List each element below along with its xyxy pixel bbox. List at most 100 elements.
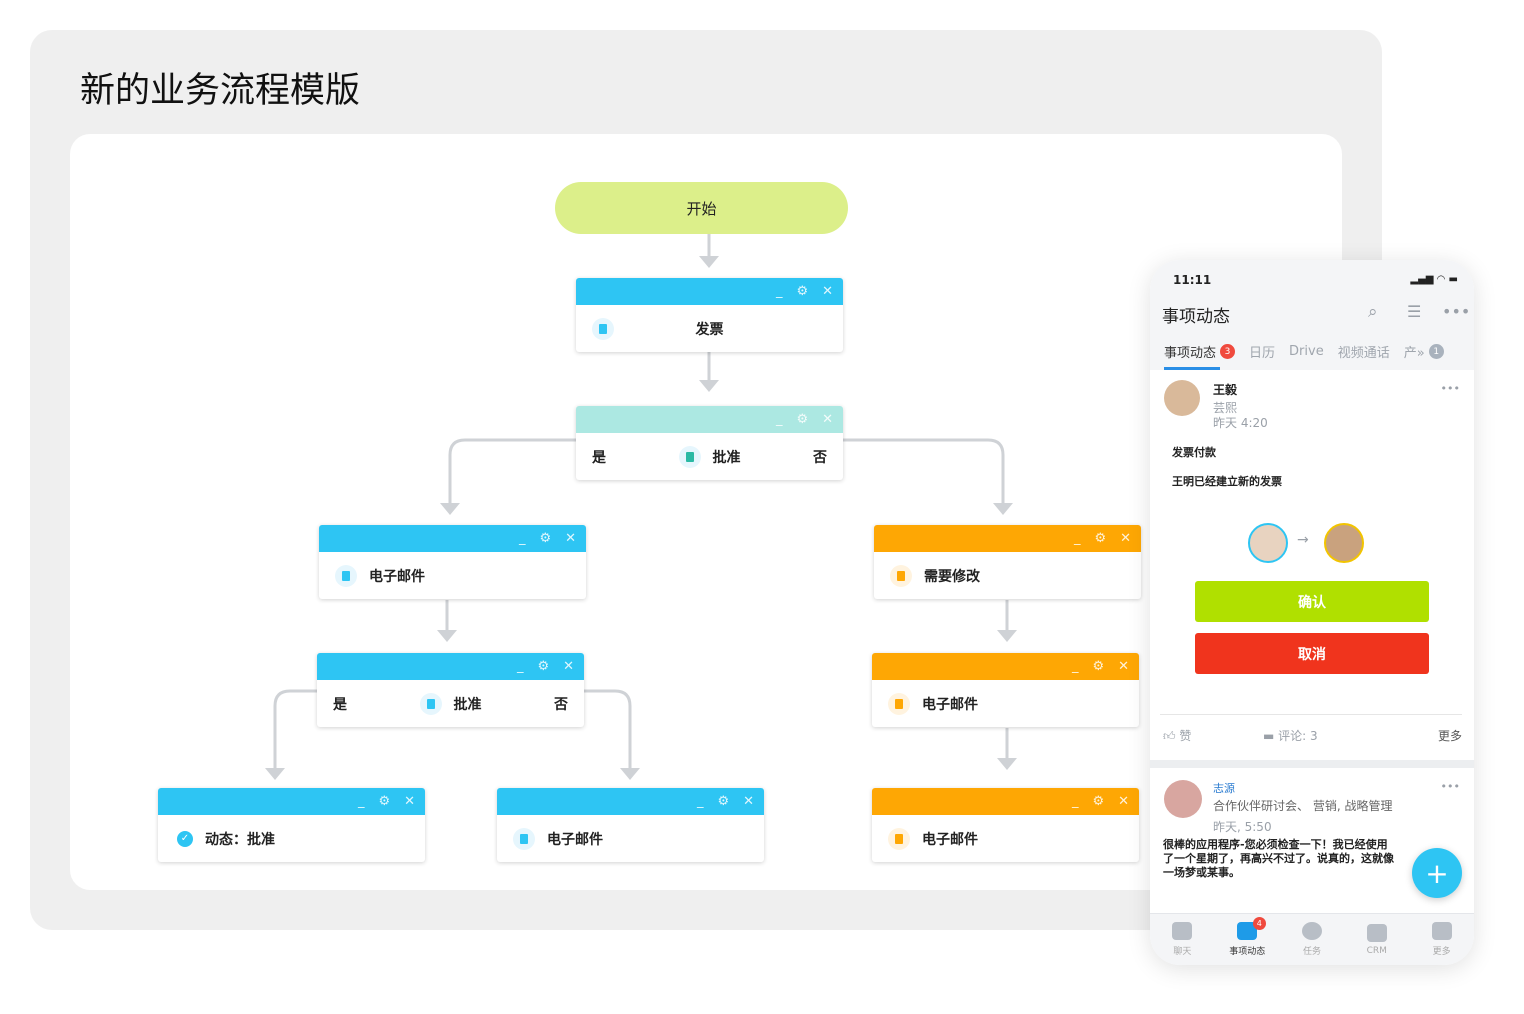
- node-header: _ ⚙ ✕: [576, 278, 843, 305]
- minimize-icon[interactable]: _: [775, 284, 783, 299]
- tab-icon: [1301, 922, 1322, 940]
- node-label: 电子邮件: [547, 831, 603, 848]
- comments-button[interactable]: ▬ 评论: 3: [1263, 727, 1318, 744]
- comment-icon: ▬: [1263, 729, 1275, 743]
- flow-node[interactable]: _⚙✕电子邮件: [872, 653, 1139, 727]
- node-label: 电子邮件: [922, 831, 978, 848]
- like-button[interactable]: 👍︎ 赞: [1163, 727, 1191, 744]
- gear-icon[interactable]: ⚙: [1092, 794, 1105, 809]
- arrowhead: [699, 380, 719, 392]
- more-button[interactable]: 更多: [1437, 729, 1462, 743]
- confirm-button[interactable]: 确认: [1195, 581, 1429, 622]
- minimize-icon[interactable]: _: [1071, 659, 1079, 674]
- close-icon[interactable]: ✕: [563, 659, 574, 674]
- close-icon[interactable]: ✕: [565, 531, 576, 546]
- tab-2[interactable]: Drive: [1289, 344, 1324, 359]
- post-author[interactable]: 王毅: [1213, 383, 1238, 397]
- tab-label: Drive: [1289, 344, 1324, 359]
- close-icon[interactable]: ✕: [822, 412, 833, 427]
- node-header: _ ⚙ ✕: [874, 525, 1141, 552]
- arrowhead: [699, 256, 719, 268]
- close-icon[interactable]: ✕: [822, 284, 833, 299]
- tab-3[interactable]: 视频通话: [1338, 342, 1390, 361]
- filter-icon[interactable]: ☰: [1407, 302, 1422, 321]
- tabbar-label: 事项动态: [1229, 947, 1266, 957]
- flow-node[interactable]: _ ⚙ ✕ 电子邮件: [497, 788, 764, 862]
- minimize-icon[interactable]: _: [1071, 794, 1079, 809]
- close-icon[interactable]: ✕: [404, 794, 415, 809]
- flow-node[interactable]: _ ⚙ ✕ 电子邮件: [872, 788, 1139, 862]
- arrowhead: [993, 503, 1013, 515]
- tab-label: 视频通话: [1337, 346, 1390, 361]
- document-icon: [513, 827, 535, 850]
- close-icon[interactable]: ✕: [1120, 531, 1131, 546]
- minimize-icon[interactable]: _: [357, 794, 365, 809]
- post-more-icon[interactable]: •••: [1440, 382, 1460, 395]
- flow-node[interactable]: _⚙✕是批准否: [317, 653, 584, 727]
- gear-icon[interactable]: ⚙: [796, 412, 809, 427]
- more-icon[interactable]: •••: [1442, 302, 1471, 321]
- cancel-button[interactable]: 取消: [1195, 633, 1429, 674]
- tab-4[interactable]: 产»1: [1404, 342, 1444, 361]
- post-author[interactable]: 志源: [1213, 782, 1235, 795]
- branch-yes-label: 是: [592, 449, 606, 466]
- divider: [1160, 714, 1462, 715]
- tabbar-item-3[interactable]: CRM: [1344, 914, 1409, 965]
- tabbar-item-4[interactable]: 更多: [1409, 914, 1474, 965]
- arrowhead: [997, 758, 1017, 770]
- branch-no-label: 否: [554, 696, 568, 713]
- gear-icon[interactable]: ⚙: [537, 659, 550, 674]
- post-more-icon[interactable]: •••: [1440, 780, 1460, 793]
- document-icon: [592, 317, 614, 340]
- node-header: _ ⚙ ✕: [317, 653, 584, 680]
- avatar: [1164, 380, 1200, 416]
- minimize-icon[interactable]: _: [775, 412, 783, 427]
- minimize-icon[interactable]: _: [518, 531, 526, 546]
- tab-badge: 1: [1428, 344, 1444, 359]
- node-label: 需要修改: [924, 568, 980, 585]
- minimize-icon[interactable]: _: [696, 794, 704, 809]
- gear-icon[interactable]: ⚙: [378, 794, 391, 809]
- tab-label: 日历: [1249, 346, 1276, 361]
- node-header: _ ⚙ ✕: [872, 788, 1139, 815]
- flow-node[interactable]: _⚙✕是批准否: [576, 406, 843, 480]
- start-node[interactable]: 开始: [555, 182, 848, 234]
- close-icon[interactable]: ✕: [743, 794, 754, 809]
- tab-icon: [1366, 923, 1387, 942]
- tabbar-item-2[interactable]: 任务: [1280, 914, 1345, 965]
- post-tags: 合作伙伴研讨会、 营销, 战略管理: [1213, 799, 1393, 813]
- node-label: 发票: [695, 321, 724, 338]
- node-label: 批准: [453, 696, 482, 713]
- like-label: 赞: [1179, 729, 1192, 743]
- flow-node[interactable]: _⚙✕电子邮件: [319, 525, 586, 599]
- gear-icon[interactable]: ⚙: [796, 284, 809, 299]
- avatar-from: [1248, 523, 1288, 563]
- document-icon: [888, 827, 910, 850]
- close-icon[interactable]: ✕: [1118, 794, 1129, 809]
- tab-label: 事项动态: [1164, 346, 1217, 361]
- gear-icon[interactable]: ⚙: [539, 531, 552, 546]
- page-title: 新的业务流程模版: [80, 71, 361, 111]
- add-fab-button[interactable]: +: [1412, 848, 1462, 898]
- flow-node[interactable]: _⚙✕✓动态：批准: [158, 788, 425, 862]
- arrowhead: [437, 630, 457, 642]
- close-icon[interactable]: ✕: [1118, 659, 1129, 674]
- node-label: 批准: [712, 449, 741, 466]
- search-icon[interactable]: ⌕: [1368, 302, 1378, 322]
- separator: [1150, 760, 1474, 768]
- flow-node[interactable]: _ ⚙ ✕ 发票: [576, 278, 843, 352]
- check-icon: ✓: [177, 830, 193, 847]
- tab-1[interactable]: 日历: [1249, 342, 1275, 361]
- gear-icon[interactable]: ⚙: [1094, 531, 1107, 546]
- tabbar-label: 任务: [1302, 947, 1321, 957]
- minimize-icon[interactable]: _: [516, 659, 524, 674]
- flow-node[interactable]: _ ⚙ ✕ 需要修改: [874, 525, 1141, 599]
- tabbar-item-0[interactable]: 聊天: [1150, 914, 1215, 965]
- gear-icon[interactable]: ⚙: [1092, 659, 1105, 674]
- gear-icon[interactable]: ⚙: [717, 794, 730, 809]
- minimize-icon[interactable]: _: [1073, 531, 1081, 546]
